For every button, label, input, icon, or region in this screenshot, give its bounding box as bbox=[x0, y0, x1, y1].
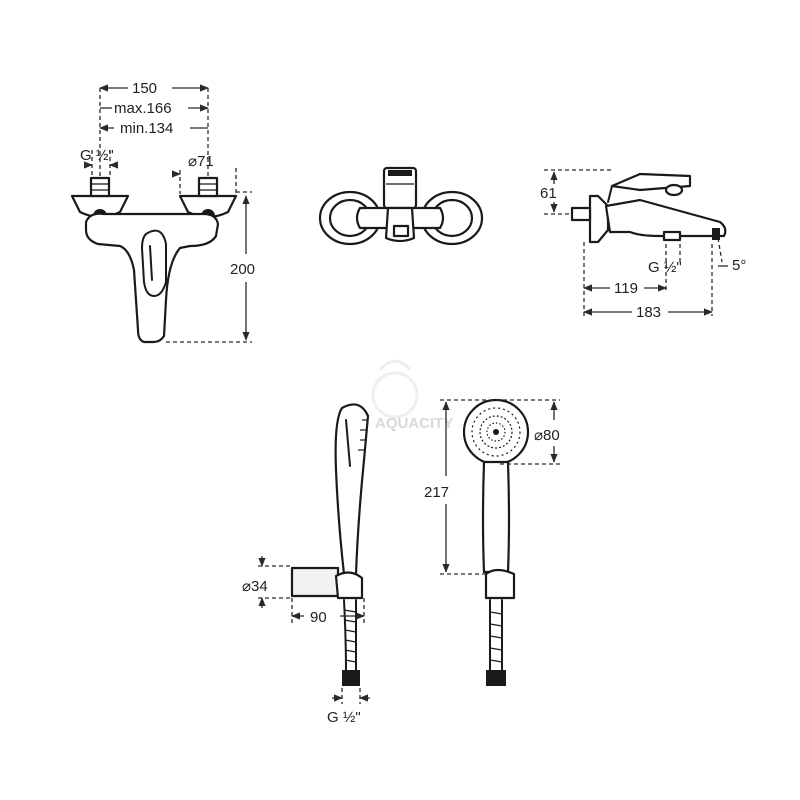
side-dimensions: 61 G ½" 5° 119 183 bbox=[540, 169, 746, 321]
dim-150: 150 bbox=[132, 80, 157, 97]
dim-thread-front: G ½" bbox=[80, 147, 114, 164]
front-view bbox=[70, 176, 238, 344]
side-body-spout bbox=[604, 198, 727, 238]
dim-119: 119 bbox=[614, 280, 638, 297]
dim-d80: ⌀80 bbox=[534, 427, 560, 444]
dim-min134: min.134 bbox=[120, 120, 173, 137]
dim-217: 217 bbox=[424, 484, 449, 501]
dim-5deg: 5° bbox=[732, 257, 746, 274]
dim-thread-hose: G ½" bbox=[327, 709, 361, 726]
handshower-side-dimensions: ⌀34 90 G ½" bbox=[242, 556, 370, 726]
dim-200: 200 bbox=[230, 261, 255, 278]
handshower-side-view bbox=[290, 403, 370, 686]
top-view bbox=[318, 166, 484, 246]
hose-nut bbox=[342, 670, 360, 686]
front-hose-nut bbox=[486, 670, 506, 686]
dim-61: 61 bbox=[540, 185, 557, 202]
hose bbox=[343, 599, 347, 673]
dim-183: 183 bbox=[636, 304, 661, 321]
dim-max166: max.166 bbox=[114, 100, 172, 117]
handshower-front-dimensions: 217 ⌀80 bbox=[424, 399, 560, 575]
watermark-text: AQUACITY bbox=[375, 415, 453, 432]
dim-thread-side: G ½" bbox=[648, 259, 682, 276]
dim-d34: ⌀34 bbox=[242, 578, 268, 595]
shower-handle bbox=[481, 460, 511, 574]
dim-90: 90 bbox=[310, 609, 327, 626]
side-view bbox=[570, 172, 727, 244]
left-connector bbox=[89, 176, 111, 198]
front-holder-clip bbox=[484, 568, 516, 600]
side-shower-outlet bbox=[662, 230, 682, 242]
right-connector bbox=[197, 176, 219, 198]
front-dimensions: 150 max.166 min.134 G ½" ⌀71 200 bbox=[80, 80, 255, 343]
holder-clip bbox=[334, 571, 364, 600]
handshower-front-view bbox=[462, 398, 530, 686]
side-aerator bbox=[712, 228, 720, 240]
side-flange bbox=[588, 194, 610, 244]
dim-d71: ⌀71 bbox=[188, 153, 214, 170]
watermark-logo bbox=[371, 359, 419, 419]
wall-holder bbox=[290, 566, 340, 598]
lever-handle bbox=[141, 229, 167, 297]
